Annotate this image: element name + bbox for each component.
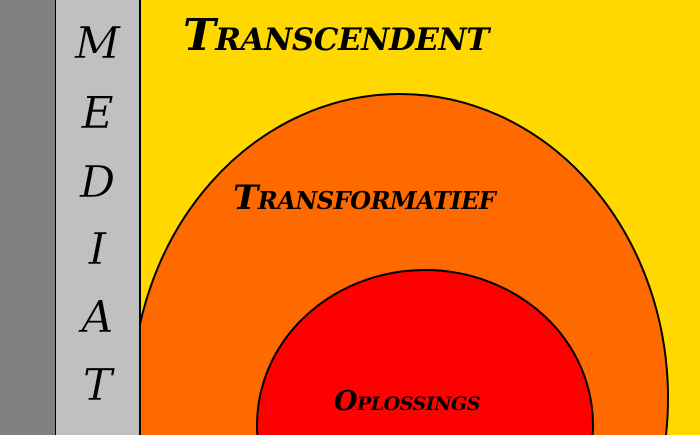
label-transcendent: Transcendent: [183, 10, 489, 61]
label-oplossings: Oplossings: [334, 386, 480, 417]
ring-inner: [256, 269, 594, 435]
corner-ring-inner: [647, 0, 700, 23]
vertical-letter-a: A: [81, 292, 114, 343]
vertical-letter-m: M: [74, 18, 121, 69]
left-dark-strip: [0, 0, 56, 435]
vertical-letter-d: D: [79, 157, 116, 208]
vertical-letter-t: T: [82, 360, 113, 411]
corner-ring-green: [660, 0, 700, 30]
vertical-label-strip: M E D I A T: [56, 0, 141, 435]
vertical-letter-i: I: [88, 224, 107, 275]
label-transformatief: Transformatief: [233, 178, 496, 218]
vertical-letter-e: E: [81, 88, 114, 139]
